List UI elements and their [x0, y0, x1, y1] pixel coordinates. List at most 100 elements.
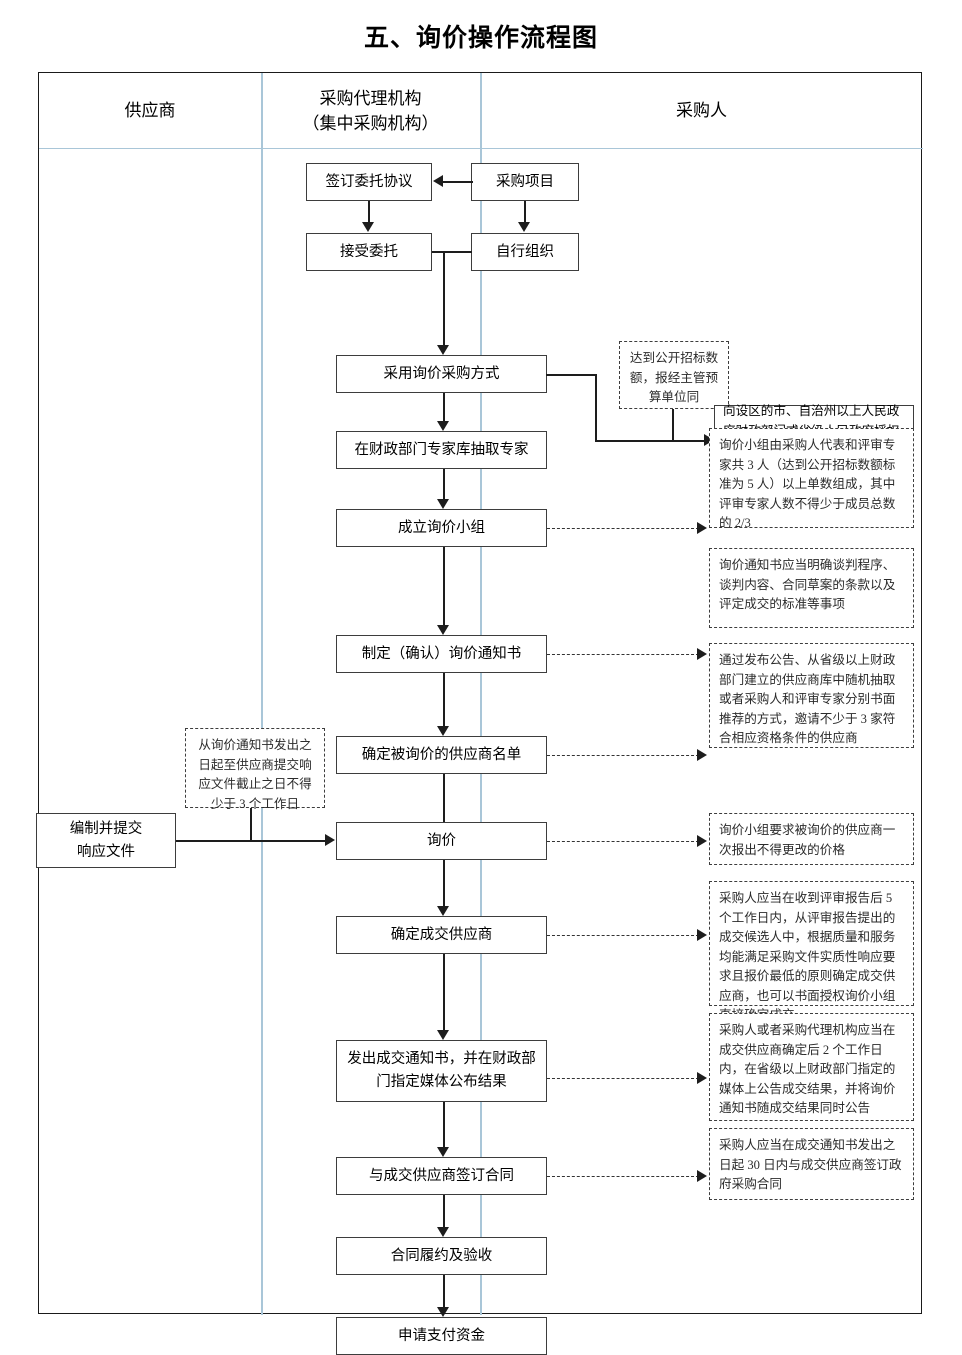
connector-notice-to-list — [443, 673, 445, 728]
connector-form-to-notice — [443, 547, 445, 627]
lane-header-supplier-label: 供应商 — [124, 101, 176, 120]
node-purchase-project[interactable]: 采购项目 — [471, 163, 579, 201]
node-sign-contract-label: 与成交供应商签订合同 — [369, 1167, 514, 1184]
note-winner-determination-text: 采购人应当在收到评审报告后 5 个工作日内，从评审报告提出的成交候选人中，根据质… — [719, 891, 896, 1022]
node-determine-winner[interactable]: 确定成交供应商 — [336, 916, 547, 954]
arrowhead-form-to-notice — [437, 625, 449, 635]
connector-draw-to-form — [443, 469, 445, 501]
arrowhead-contract-to-note — [697, 1169, 707, 1182]
node-inquiry-label: 询价 — [427, 832, 456, 849]
arrowhead-sign-to-accept — [362, 222, 374, 232]
node-sign-entrust-label: 签订委托协议 — [325, 173, 413, 190]
lane-header-buyer: 采购人 — [480, 73, 923, 148]
note-one-time-quote: 询价小组要求被询价的供应商一次报出不得更改的价格 — [709, 813, 914, 865]
node-make-notice[interactable]: 制定（确认）询价通知书 — [336, 635, 547, 673]
node-accept-entrust[interactable]: 接受委托 — [306, 233, 432, 271]
lane-header-agency: 采购代理机构 （集中采购机构） — [261, 73, 480, 148]
arrowhead-notice-to-note — [697, 647, 707, 660]
note-notice-content: 询价通知书应当明确谈判程序、谈判内容、合同草案的条款以及评定成交的标准等事项 — [709, 548, 914, 628]
node-self-organize-label: 自行组织 — [496, 243, 554, 260]
note-result-announcement: 采购人或者采购代理机构应当在成交供应商确定后 2 个工作日内，在省级以上财政部门… — [709, 1013, 914, 1121]
node-confirm-supplier-list[interactable]: 确定被询价的供应商名单 — [336, 736, 547, 774]
node-prepare-submit-line1: 编制并提交 — [69, 820, 143, 837]
note-winner-determination: 采购人应当在收到评审报告后 5 个工作日内，从评审报告提出的成交候选人中，根据质… — [709, 881, 914, 1022]
node-issue-notice[interactable]: 发出成交通知书，并在财政部 门指定媒体公布结果 — [336, 1040, 547, 1102]
arrowhead-issue-to-contract — [437, 1147, 449, 1157]
connector-issue-to-contract — [443, 1102, 445, 1149]
node-draw-experts-label: 在财政部门专家库抽取专家 — [354, 441, 529, 458]
node-form-group[interactable]: 成立询价小组 — [336, 509, 547, 547]
page-title: 五、询价操作流程图 — [363, 25, 598, 52]
note-contract-deadline-text: 采购人应当在成交通知书发出之日起 30 日内与成交供应商签订政府采购合同 — [719, 1138, 902, 1191]
connector-adopt-right-drop — [595, 374, 597, 441]
note-response-deadline-text: 从询价通知书发出之日起至供应商提交响应文件截止之日不得少于 3 个工作日 — [198, 738, 312, 811]
node-sign-entrust[interactable]: 签订委托协议 — [306, 163, 432, 201]
arrowhead-inquiry-to-note — [697, 834, 707, 847]
lane-header-buyer-label: 采购人 — [676, 101, 727, 120]
connector-adopt-to-approval-a — [546, 374, 596, 376]
connector-list-to-note — [547, 755, 699, 756]
connector-adopt-to-approval-b — [595, 440, 713, 442]
lane-divider-supplier-agency — [261, 73, 263, 1315]
connector-notice-to-note — [547, 654, 699, 655]
arrowhead-project-to-sign — [433, 174, 443, 187]
connector-inquiry-to-note — [547, 841, 699, 842]
node-prepare-submit-line2: 响应文件 — [77, 843, 135, 860]
node-confirm-supplier-list-label: 确定被询价的供应商名单 — [361, 746, 522, 763]
note-result-announcement-text: 采购人或者采购代理机构应当在成交供应商确定后 2 个工作日内，在省级以上财政部门… — [719, 1023, 896, 1115]
note-public-bid-threshold-text: 达到公开招标数额，报经主管预算单位同 — [629, 351, 719, 404]
connector-project-to-sign — [443, 181, 473, 183]
note-response-deadline: 从询价通知书发出之日起至供应商提交响应文件截止之日不得少于 3 个工作日 — [185, 728, 325, 811]
node-purchase-project-label: 采购项目 — [496, 173, 554, 190]
connector-contract-to-note — [547, 1176, 699, 1177]
arrowhead-draw-to-form — [437, 499, 449, 509]
flowchart-frame: 供应商 采购代理机构 （集中采购机构） 采购人 签订委托协议 采购项目 接受委托… — [36, 72, 923, 1355]
node-adopt-inquiry[interactable]: 采用询价采购方式 — [336, 355, 547, 393]
node-accept-entrust-label: 接受委托 — [340, 243, 398, 260]
note-group-composition-text: 询价小组由采购人代表和评审专家共 3 人（达到公开招标数额标准为 5 人）以上单… — [719, 438, 896, 530]
arrowhead-inquiry-to-winner — [437, 906, 449, 916]
arrowhead-response-to-inquiry — [325, 833, 335, 846]
node-make-notice-label: 制定（确认）询价通知书 — [361, 645, 522, 662]
node-prepare-submit-response[interactable]: 编制并提交 响应文件 — [36, 813, 176, 868]
lane-header-agency-label: 采购代理机构 — [319, 88, 422, 108]
node-contract-performance[interactable]: 合同履约及验收 — [336, 1237, 547, 1275]
note-supplier-selection: 通过发布公告、从省级以上财政部门建立的供应商库中随机抽取或者采购人和评审专家分别… — [709, 643, 914, 748]
arrowhead-notice-to-list — [437, 726, 449, 736]
node-issue-notice-line1: 发出成交通知书，并在财政部 — [347, 1051, 536, 1067]
arrowhead-issue-to-note — [697, 1071, 707, 1084]
arrowhead-form-to-note — [697, 521, 707, 534]
node-inquiry[interactable]: 询价 — [336, 822, 547, 860]
connector-winner-to-issue — [443, 954, 445, 1032]
connector-winner-to-note — [547, 935, 699, 936]
note-notice-content-text: 询价通知书应当明确谈判程序、谈判内容、合同草案的条款以及评定成交的标准等事项 — [719, 558, 896, 611]
connector-inquiry-to-winner — [443, 860, 445, 908]
note-supplier-selection-text: 通过发布公告、从省级以上财政部门建立的供应商库中随机抽取或者采购人和评审专家分别… — [719, 653, 896, 745]
node-apply-payment[interactable]: 申请支付资金 — [336, 1317, 547, 1355]
arrowhead-adopt-to-draw — [437, 421, 449, 431]
node-self-organize[interactable]: 自行组织 — [471, 233, 579, 271]
arrowhead-list-to-note — [697, 748, 707, 761]
connector-performance-to-payment — [443, 1275, 445, 1309]
node-draw-experts[interactable]: 在财政部门专家库抽取专家 — [336, 431, 547, 469]
connector-contract-to-performance — [443, 1195, 445, 1229]
node-sign-contract[interactable]: 与成交供应商签订合同 — [336, 1157, 547, 1195]
node-contract-performance-label: 合同履约及验收 — [390, 1247, 493, 1264]
node-adopt-inquiry-label: 采用询价采购方式 — [383, 365, 500, 382]
arrowhead-down-to-adopt — [437, 345, 449, 355]
connector-adopt-to-draw — [443, 393, 445, 423]
lane-header-rule — [39, 148, 923, 150]
note-contract-deadline: 采购人应当在成交通知书发出之日起 30 日内与成交供应商签订政府采购合同 — [709, 1128, 914, 1200]
node-form-group-label: 成立询价小组 — [398, 519, 485, 536]
lane-header-supplier: 供应商 — [39, 73, 261, 148]
node-apply-payment-label: 申请支付资金 — [398, 1327, 485, 1344]
node-determine-winner-label: 确定成交供应商 — [390, 926, 493, 943]
connector-form-to-note — [547, 528, 699, 529]
connector-response-note-drop — [250, 808, 252, 840]
connector-down-to-adopt — [443, 251, 445, 347]
node-issue-notice-line2: 门指定媒体公布结果 — [376, 1074, 507, 1090]
arrowhead-contract-to-performance — [437, 1227, 449, 1237]
connector-note-threshold-drop — [672, 409, 674, 441]
arrowhead-winner-to-issue — [437, 1030, 449, 1040]
note-public-bid-threshold: 达到公开招标数额，报经主管预算单位同 — [619, 341, 729, 409]
